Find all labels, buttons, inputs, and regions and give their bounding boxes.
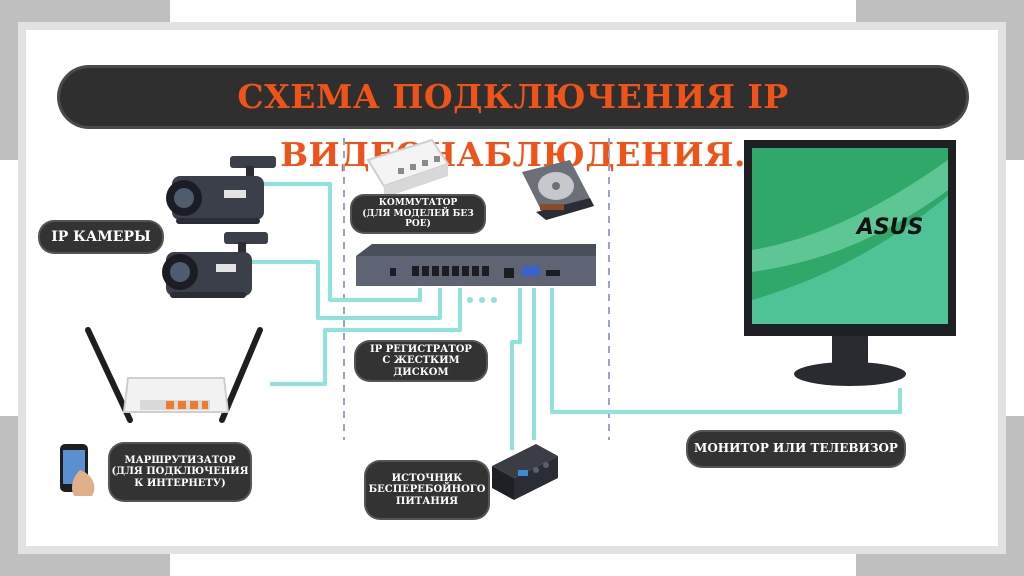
- cameras-label: IP КАМЕРЫ: [40, 222, 162, 252]
- cables: [248, 182, 902, 450]
- diagram-title: СХЕМА ПОДКЛЮЧЕНИЯ IP ВИДЕОНАБЛЮДЕНИЯ.: [60, 68, 966, 174]
- ups-label: ИСТОЧНИК БЕСПЕРЕБОЙНОГО ПИТАНИЯ: [366, 462, 488, 518]
- port-dots: [467, 297, 497, 303]
- ip-camera-2-icon: [162, 232, 268, 298]
- monitor-brand-logo: ASUS: [855, 215, 924, 240]
- router-icon: [85, 327, 263, 423]
- network-switch-icon: [366, 138, 450, 198]
- recorder-label: IP РЕГИСТРАТОР С ЖЕСТКИМ ДИСКОМ: [356, 342, 486, 380]
- cable-ups: [510, 288, 522, 450]
- cable-monitor: [550, 288, 902, 414]
- router-label: МАРШРУТИЗАТОР (ДЛЯ ПОДКЛЮЧЕНИЯ К ИНТЕРНЕ…: [110, 444, 250, 500]
- ip-recorder-icon: [356, 244, 596, 286]
- monitor-icon: ASUS: [744, 140, 956, 386]
- switch-label: КОММУТАТОР (ДЛЯ МОДЕЛЕЙ БЕЗ POE): [352, 196, 484, 232]
- cable-router: [270, 288, 462, 386]
- cable-camera-1: [262, 182, 422, 302]
- ups-icon: [492, 444, 558, 500]
- cable-camera-2: [248, 260, 442, 320]
- monitor-label: МОНИТОР ИЛИ ТЕЛЕВИЗОР: [688, 432, 904, 466]
- recorder-lan-ports: [412, 266, 489, 276]
- smartphone-icon: [60, 444, 95, 496]
- ip-camera-1-icon: [166, 156, 276, 224]
- hard-disk-icon: [522, 160, 594, 220]
